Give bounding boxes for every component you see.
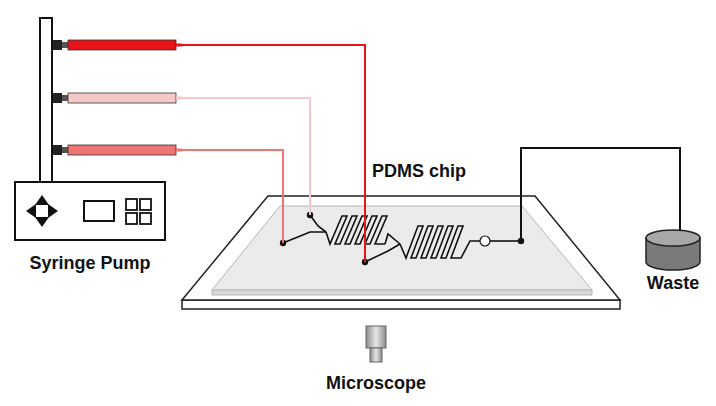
microscope-objective: Microscope xyxy=(330,322,424,402)
node-label: Syringe Pump xyxy=(29,252,150,274)
node-label: Microscope xyxy=(326,372,426,394)
waste-container: Waste xyxy=(632,228,712,296)
syringe-pump: Syringe Pump xyxy=(8,12,182,282)
node-label: Waste xyxy=(647,272,699,294)
syringe-pump-shape xyxy=(8,12,182,282)
pdms-chip: PDMS chip xyxy=(182,155,622,312)
node-label: PDMS chip xyxy=(372,160,466,182)
